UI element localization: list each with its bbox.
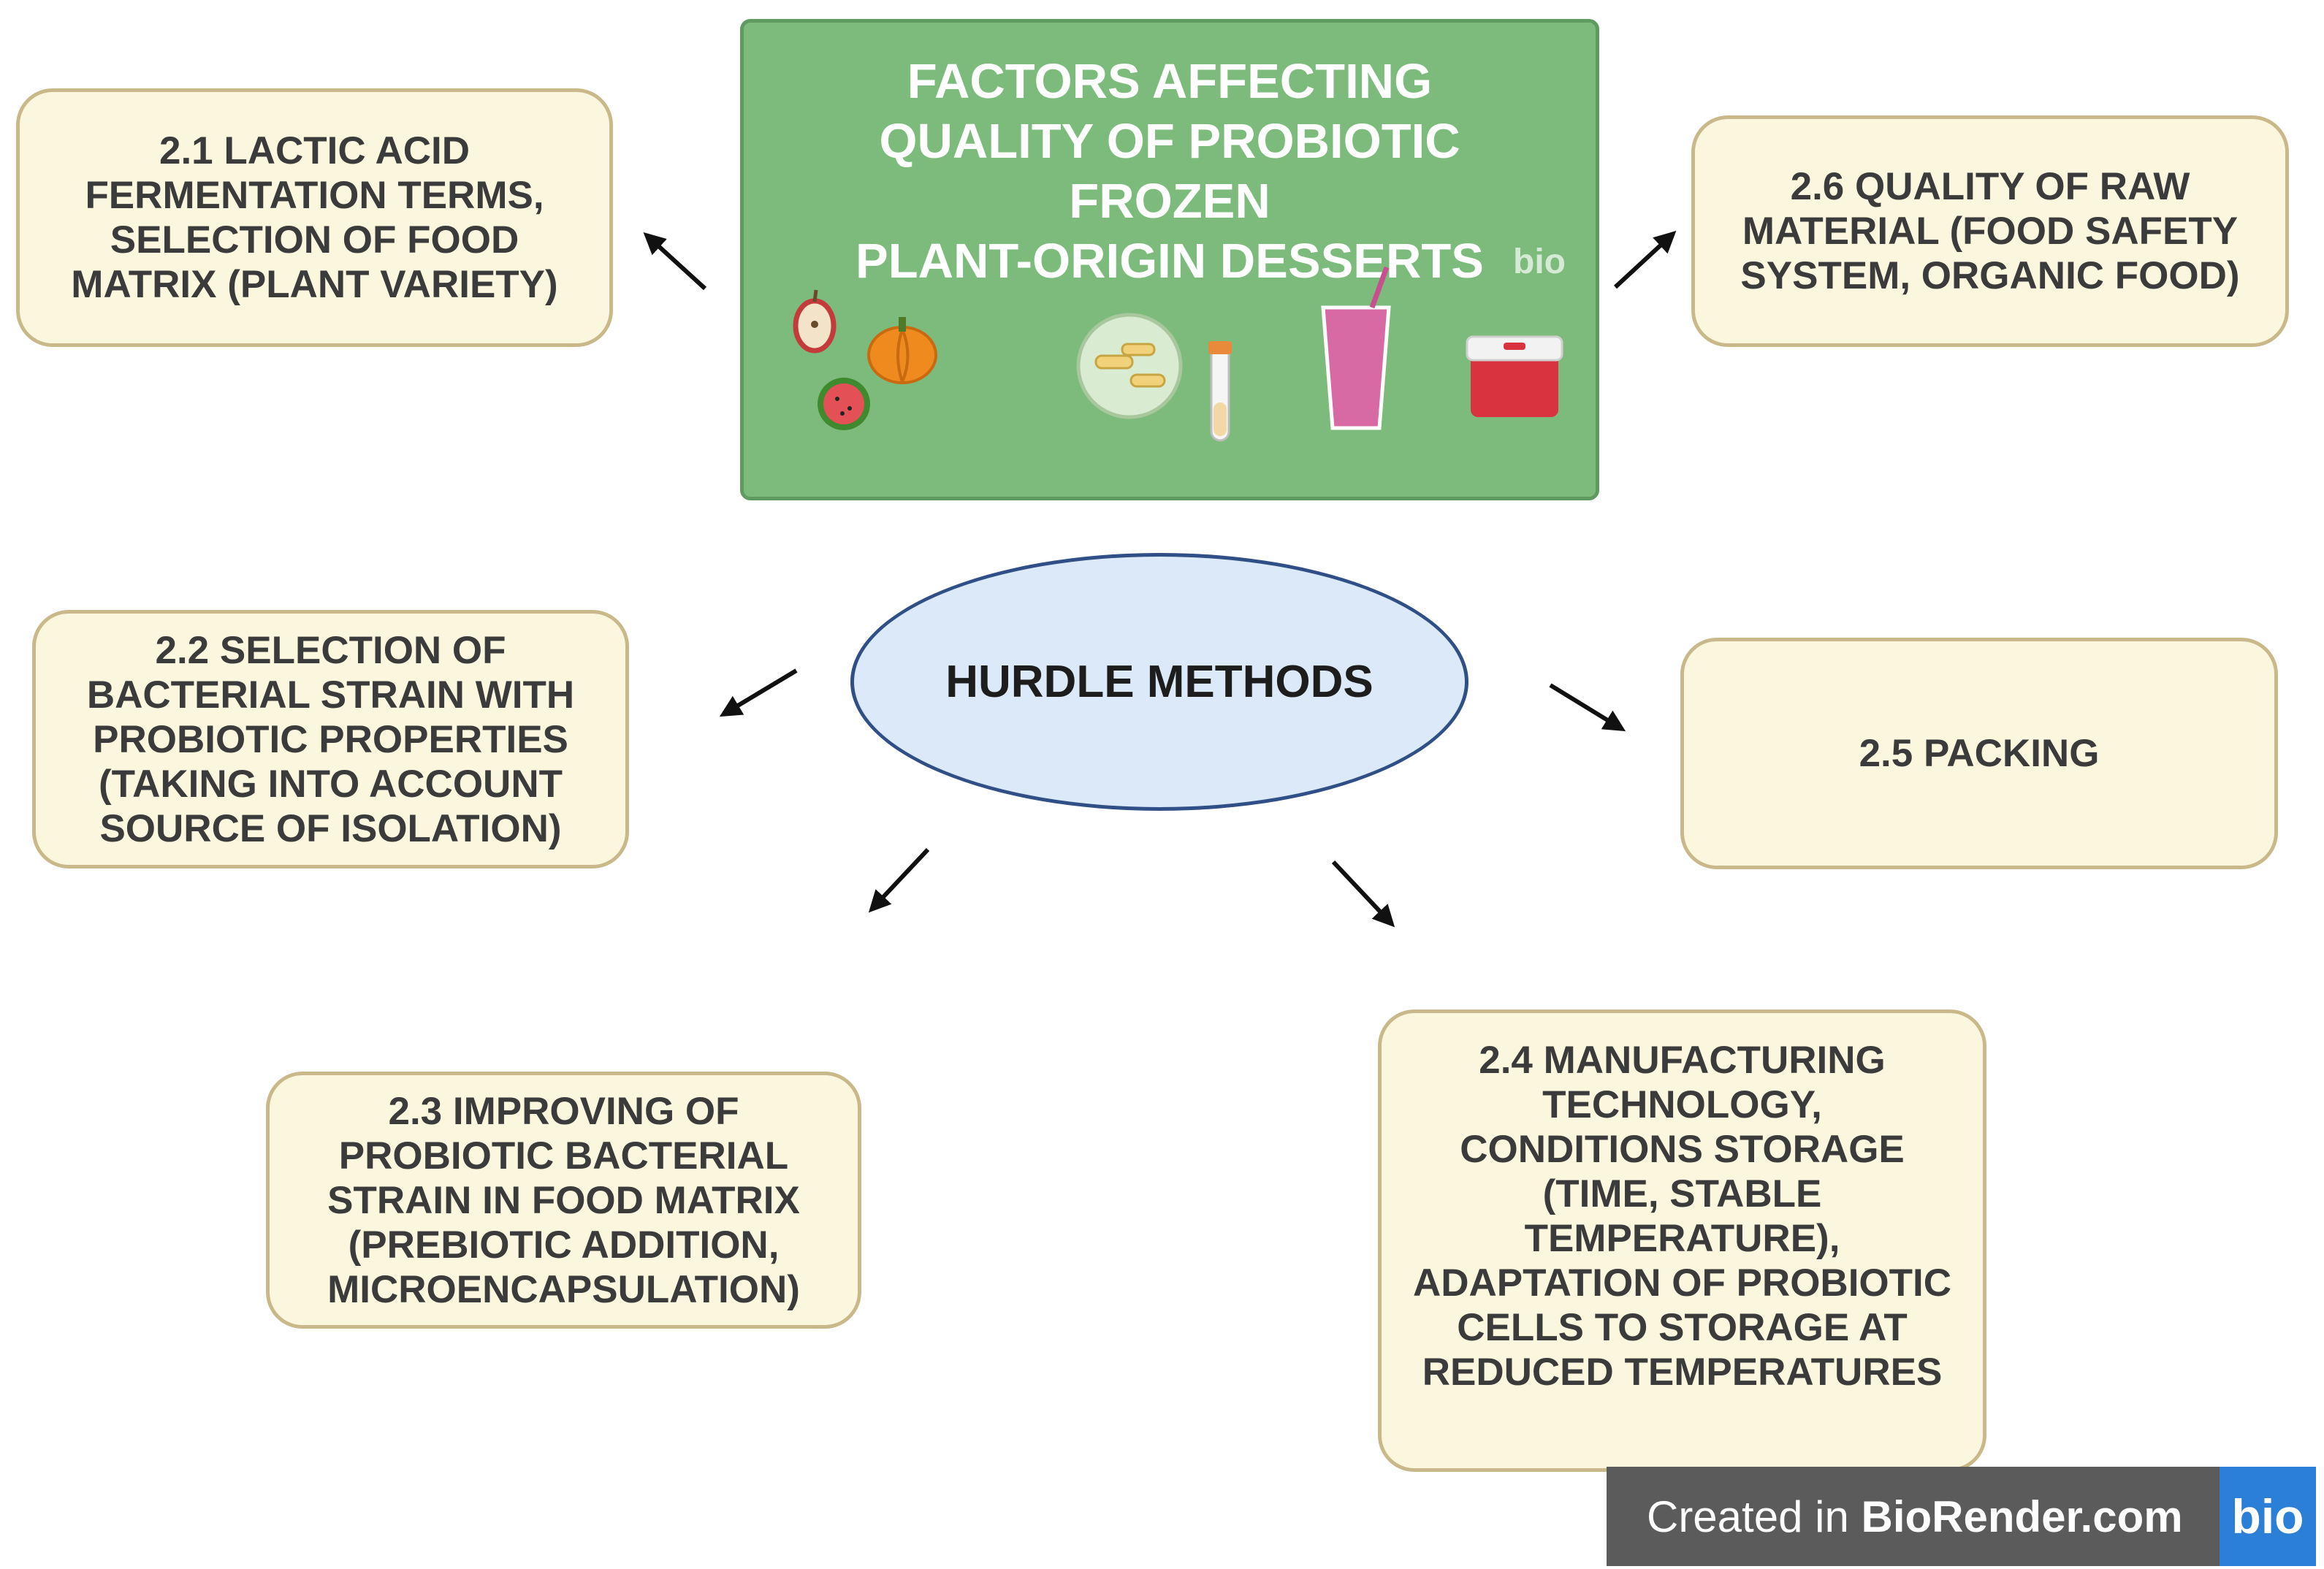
central-illustrations [793, 266, 1563, 442]
central-title: FACTORS AFFECTING QUALITY OF PROBIOTIC F… [856, 54, 1484, 289]
apple-icon [793, 289, 837, 354]
smoothie-glass-icon [1321, 266, 1391, 430]
factor-box-2-4: 2.4 MANUFACTURING TECHNOLOGY, CONDITIONS… [1378, 1009, 1986, 1472]
factor-box-2-2: 2.2 SELECTION OF BACTERIAL STRAIN WITH P… [32, 610, 629, 869]
biorender-watermark-logo: bio [1513, 243, 1566, 281]
petri-dish-icon [1076, 313, 1183, 419]
factor-box-2-1: 2.1 LACTIC ACID FERMENTATION TERMS, SELE… [16, 88, 613, 347]
factor-box-2-6: 2.6 QUALITY OF RAW MATERIAL (FOOD SAFETY… [1691, 115, 2289, 347]
test-tube-icon [1208, 341, 1232, 442]
biorender-logo-icon: bio [2220, 1467, 2316, 1566]
watermelon-icon [818, 378, 870, 430]
central-title-card: FACTORS AFFECTING QUALITY OF PROBIOTIC F… [740, 19, 1599, 500]
arrow-to-2-1 [643, 232, 707, 291]
arrow-to-2-2 [719, 668, 798, 717]
hurdle-methods-ellipse: HURDLE METHODS [850, 553, 1468, 811]
pumpkin-icon [867, 317, 937, 384]
arrow-to-2-6 [1613, 230, 1677, 289]
factor-box-2-3: 2.3 IMPROVING OF PROBIOTIC BACTERIAL STR… [266, 1072, 861, 1329]
created-in-text: Created in [1647, 1492, 1862, 1541]
biorender-credit-text: Created in BioRender.com [1647, 1492, 2183, 1542]
biorender-brand-text: BioRender.com [1861, 1492, 2183, 1541]
biorender-credit-badge: Created in BioRender.com bio [1607, 1467, 2316, 1566]
arrow-to-2-4 [1331, 860, 1395, 928]
factor-box-2-5: 2.5 PACKING [1680, 638, 2278, 869]
arrow-to-2-5 [1549, 683, 1626, 732]
arrow-to-2-3 [868, 847, 930, 913]
hurdle-methods-label: HURDLE METHODS [945, 657, 1374, 707]
cooler-box-icon [1466, 335, 1563, 417]
